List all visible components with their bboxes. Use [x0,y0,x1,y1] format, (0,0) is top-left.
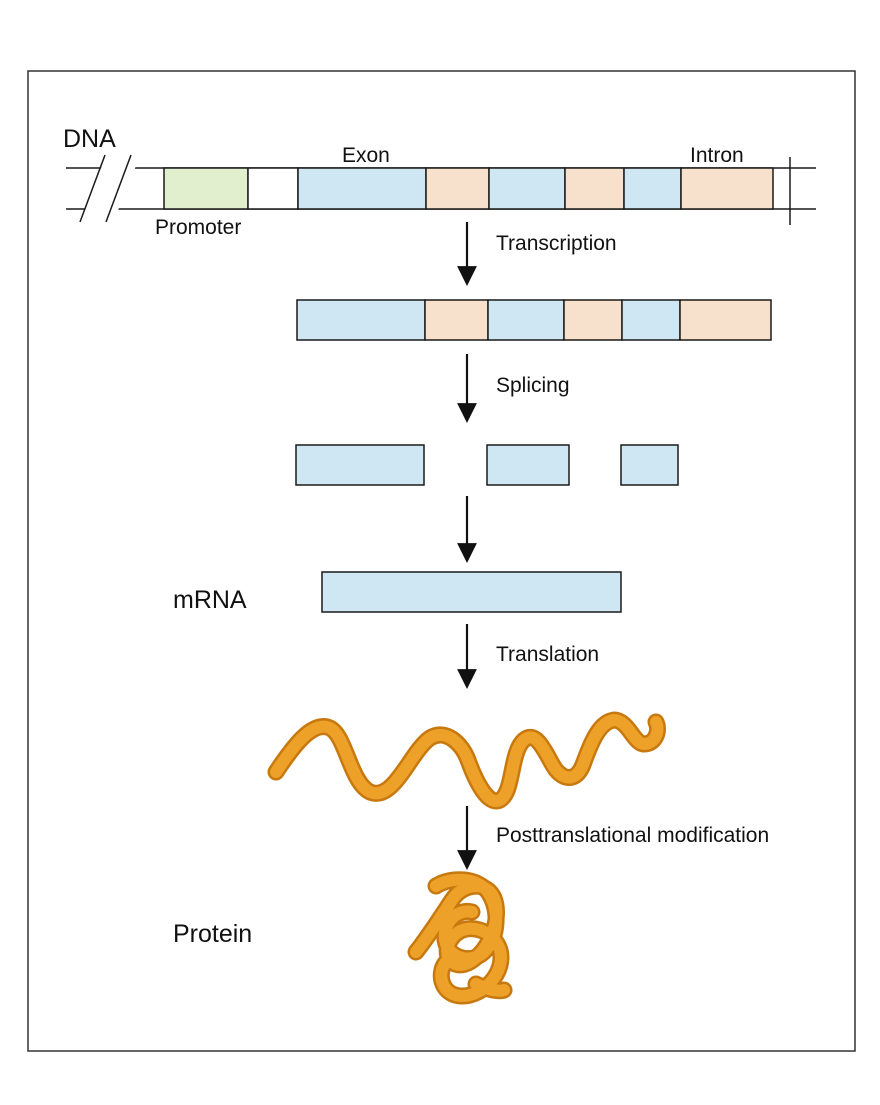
folded-protein [407,871,513,1005]
spliced-exon [620,444,679,486]
dna-exon [623,167,682,210]
dna-exon [297,167,427,210]
splicing-label: Splicing [496,374,570,397]
polypeptide-chain [267,711,666,810]
pre-mrna-strand [296,299,772,341]
spliced-exon [295,444,425,486]
pre-mrna-exon [296,299,426,341]
spliced-exon [486,444,570,486]
posttranslational-label: Posttranslational modification [496,824,769,847]
dna-gap-region [247,167,299,210]
pre-mrna-exon [487,299,565,341]
dna-intron [680,167,774,210]
translation-label: Translation [496,643,599,666]
transcription-label: Transcription [496,232,617,255]
dna-intron [425,167,490,210]
mrna-strand [321,571,622,613]
promoter-region [163,167,249,210]
dna-label: DNA [63,125,116,153]
pre-mrna-exon [621,299,681,341]
promoter-label: Promoter [155,216,241,239]
pre-mrna-intron [563,299,623,341]
mrna-label: mRNA [173,586,247,614]
pre-mrna-intron [424,299,489,341]
dna-break-mark [105,154,132,223]
intron-label: Intron [690,144,744,167]
figure-frame [27,70,856,1052]
dna-intron [564,167,625,210]
dna-break-gap [77,150,143,226]
protein-label: Protein [173,920,252,948]
exon-label: Exon [342,144,390,167]
spliced-exons [295,444,679,486]
dna-break-mark [79,154,106,223]
dna-exon [488,167,566,210]
dna-strand [66,150,816,226]
pre-mrna-intron [679,299,772,341]
